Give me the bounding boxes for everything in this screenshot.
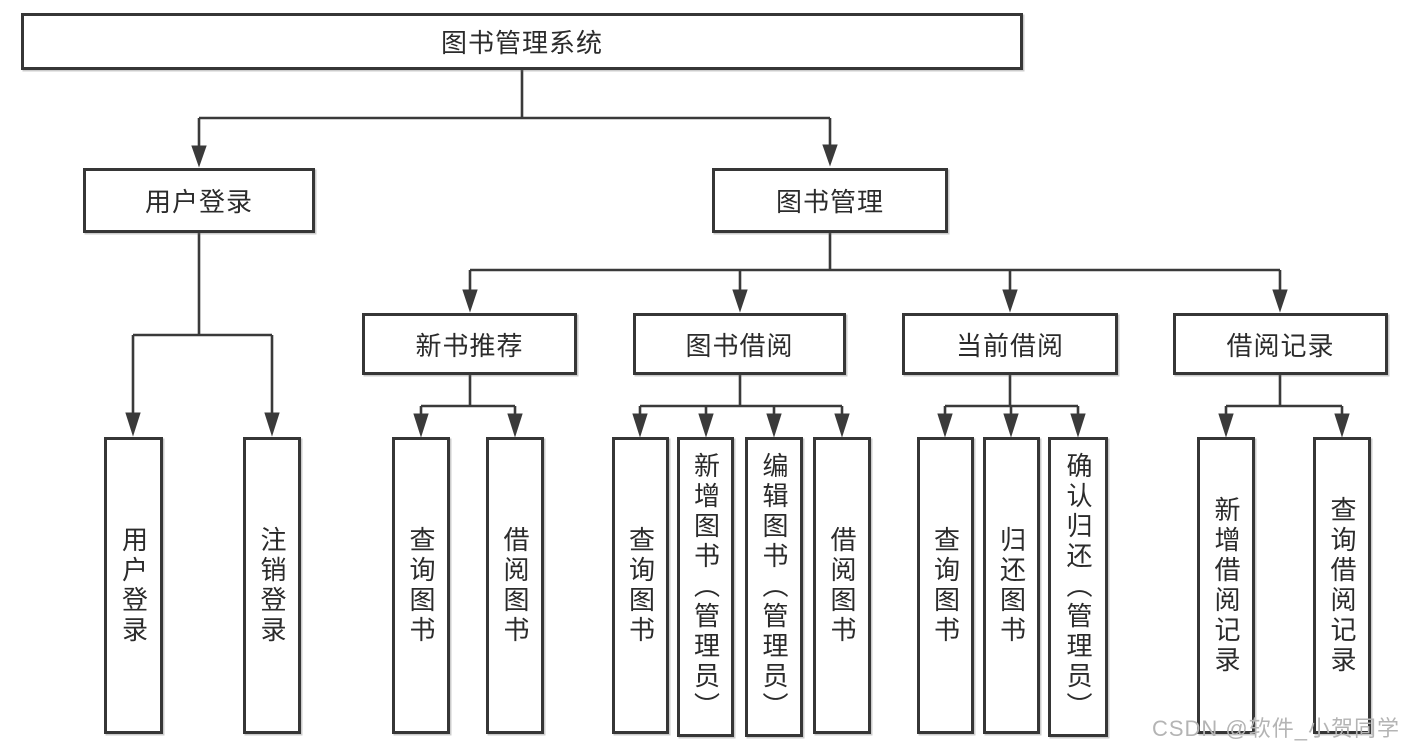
node-label: 查询图书 [406,525,436,646]
leaf-query-borrow-record: 查询借阅记录 [1313,437,1371,734]
arrowhead-icon [1002,289,1018,313]
arrowhead-icon [1218,413,1234,438]
arrowhead-icon [191,145,207,168]
arrowhead-icon [264,412,280,437]
leaf-logout: 注销登录 [243,437,301,734]
node-label: 新增图书（管理员） [690,452,721,722]
connector-records-to-leaves [1218,375,1350,438]
node-label: 新书推荐 [415,330,524,361]
node-new-book-recommend: 新书推荐 [362,313,577,375]
arrowhead-icon [822,144,838,167]
node-label: 图书管理系统 [440,28,603,58]
leaf-user-login: 用户登录 [104,437,163,734]
node-label: 查询图书 [625,525,656,646]
leaf-add-book-admin: 新增图书（管理员） [677,437,734,737]
connector-borrowing-to-leaves [632,375,850,438]
node-borrowing-records: 借阅记录 [1173,313,1388,375]
connector-root-to-level2 [191,70,838,168]
node-label: 编辑图书（管理员） [759,452,789,722]
connector-bookmgmt-to-level3 [462,232,1288,313]
node-label: 图书管理 [775,187,884,217]
node-book-borrowing: 图书借阅 [633,313,846,375]
arrowhead-icon [1003,413,1019,438]
node-label: 图书借阅 [685,330,794,361]
node-label: 确认归还（管理员） [1063,452,1093,722]
arrowhead-icon [1272,289,1288,313]
arrowhead-icon [507,413,523,438]
leaf-return-book: 归还图书 [983,437,1040,734]
node-label: 借阅图书 [500,525,530,646]
leaf-query-book-1: 查询图书 [392,437,450,734]
leaf-query-book-2: 查询图书 [612,437,669,734]
watermark: CSDN @软件_小贺同学 [1151,716,1400,741]
node-current-borrowing: 当前借阅 [902,313,1118,375]
connector-userlogin-to-leaves [125,233,280,437]
node-label: 用户登录 [144,187,253,217]
leaf-borrow-book-2: 借阅图书 [813,437,871,734]
node-label: 当前借阅 [955,330,1064,361]
arrowhead-icon [766,413,782,438]
arrowhead-icon [834,413,850,438]
node-label: 借阅记录 [1226,330,1335,361]
leaf-edit-book-admin: 编辑图书（管理员） [745,437,803,737]
arrowhead-icon [732,289,748,313]
arrowhead-icon [698,413,714,438]
leaf-borrow-book-1: 借阅图书 [486,437,544,734]
arrowhead-icon [125,412,141,437]
node-label: 新增借阅记录 [1211,495,1241,676]
arrowhead-icon [937,413,953,438]
leaf-query-book-3: 查询图书 [917,437,974,734]
node-label: 归还图书 [996,525,1027,646]
node-label: 用户登录 [118,525,149,646]
connector-current-to-leaves [937,375,1086,438]
arrowhead-icon [1070,413,1086,438]
node-book-management: 图书管理 [712,168,948,233]
arrowhead-icon [1334,413,1350,438]
connector-newbook-to-leaves [413,375,523,438]
node-label: 查询借阅记录 [1327,495,1357,676]
node-root: 图书管理系统 [21,13,1023,70]
node-label: 注销登录 [257,525,287,646]
leaf-add-borrow-record: 新增借阅记录 [1197,437,1255,734]
arrowhead-icon [632,413,648,438]
arrowhead-icon [462,289,478,313]
leaf-confirm-return-admin: 确认归还（管理员） [1048,437,1108,737]
arrowhead-icon [413,413,429,438]
node-label: 查询图书 [930,525,961,646]
node-user-login: 用户登录 [83,168,315,233]
node-label: 借阅图书 [827,525,857,646]
